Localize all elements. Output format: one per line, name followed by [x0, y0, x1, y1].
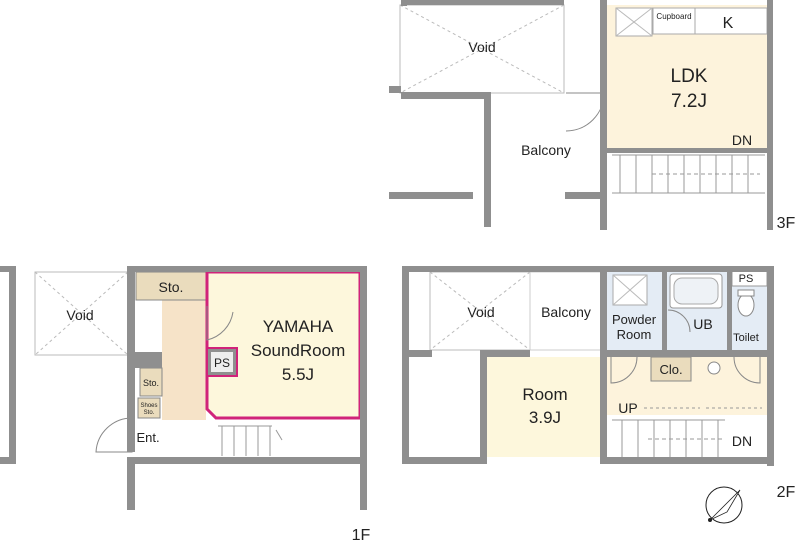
- stair-treads-3f: [612, 154, 765, 194]
- ldk-name: LDK: [671, 66, 708, 87]
- entrance-door[interactable]: [95, 417, 133, 453]
- stair-dn-label-2f: DN: [732, 433, 752, 449]
- void-cross-1f-b: [34, 271, 129, 356]
- bathtub-basin: [673, 277, 719, 305]
- ps-label-1f: PS: [214, 356, 230, 370]
- powder-room-label-2: Room: [617, 327, 652, 342]
- closet-label-2f: Clo.: [659, 362, 682, 377]
- room-2f: [487, 357, 600, 457]
- kitchen-counter: [694, 7, 768, 35]
- wash-basin: [707, 361, 721, 375]
- washer-cross-b: [612, 274, 648, 306]
- void-label-3f: Void: [468, 39, 495, 55]
- stair-1f: [214, 424, 360, 458]
- storage-side-label: Sto.: [143, 378, 159, 388]
- sound-room-name-1: YAMAHA: [263, 317, 334, 336]
- floor-2f: Void Balcony Powder Room UB PS Toilet Ro…: [402, 266, 796, 524]
- ps-label-2f: PS: [739, 273, 754, 285]
- toilet-tank: [737, 289, 755, 297]
- void-cross-3f-a: [399, 4, 565, 94]
- north-arrow-icon: [705, 486, 743, 524]
- void-label-2f: Void: [467, 304, 494, 320]
- shoes-storage-label-1: Shoes: [140, 403, 157, 409]
- floor-3f: Void Cupboard K LDK 7.2J DN Balcony: [389, 0, 796, 232]
- ldk-size: 7.2J: [671, 91, 707, 112]
- floor-label-3f: 3F: [777, 215, 796, 232]
- ps-1f-inner: [211, 352, 233, 372]
- void-label-1f: Void: [66, 307, 93, 323]
- balcony-door-3f[interactable]: [565, 92, 605, 132]
- cupboard-label: Cupboard: [656, 12, 691, 21]
- stair-up-label-2f: UP: [618, 400, 637, 416]
- sound-room-name-2: SoundRoom: [251, 341, 346, 360]
- floor-label-1f: 1F: [352, 527, 371, 544]
- walls-3f: [389, 0, 773, 230]
- cupboard: [652, 7, 696, 35]
- shoes-storage: [137, 397, 161, 419]
- floor-label-2f: 2F: [777, 484, 796, 501]
- toilet-door[interactable]: [733, 356, 761, 384]
- stair-dn-label-3f: DN: [732, 132, 752, 148]
- bath-door[interactable]: [667, 309, 691, 333]
- balcony-label-2f: Balcony: [541, 304, 591, 320]
- kitchen-label: K: [723, 15, 734, 32]
- toilet-bowl: [737, 293, 755, 317]
- walls-1f: [0, 266, 367, 510]
- storage-top-label: Sto.: [159, 279, 184, 295]
- floor-1f: Void Sto. Sto. Shoes Sto. Ent. YAMAHA So…: [0, 266, 371, 544]
- room-name-2f: Room: [522, 385, 567, 404]
- toilet-label: Toilet: [733, 332, 759, 344]
- sound-room-size: 5.5J: [282, 365, 314, 384]
- walls-2f: [402, 266, 774, 466]
- stair-treads-1f: [218, 425, 283, 456]
- room-size-2f: 3.9J: [529, 408, 561, 427]
- entrance-area: [135, 420, 207, 458]
- powder-room-label-1: Powder: [612, 312, 657, 327]
- void-cross-3f-b: [399, 4, 565, 94]
- closet-2f: [650, 356, 692, 382]
- balcony-label-3f: Balcony: [521, 142, 571, 158]
- shoes-storage-label-2: Sto.: [144, 410, 155, 416]
- entrance-label: Ent.: [136, 430, 159, 445]
- fridge-cross-b: [615, 7, 653, 37]
- bath-label: UB: [693, 316, 712, 332]
- powder-door[interactable]: [610, 356, 638, 384]
- sound-room-door[interactable]: [206, 306, 234, 341]
- balcony-area-2f: [529, 271, 607, 351]
